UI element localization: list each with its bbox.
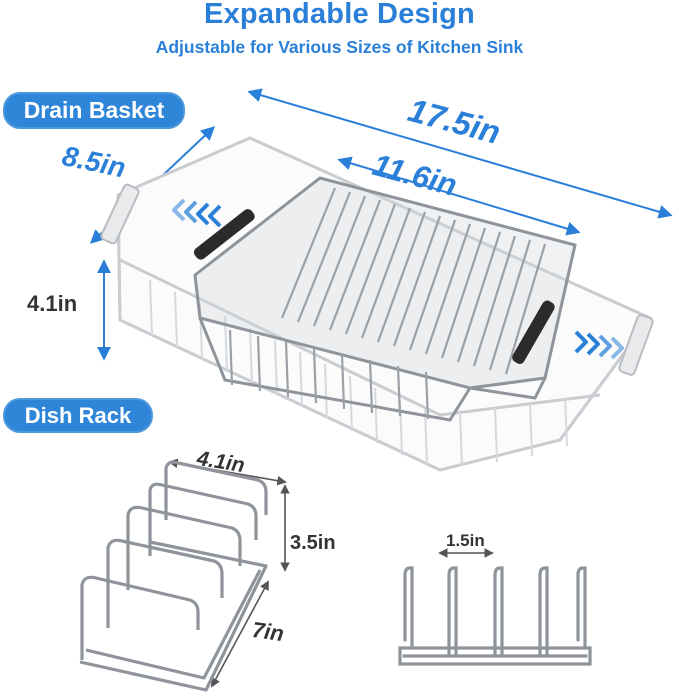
dim-label-slot-gap: 1.5in — [446, 531, 485, 550]
left-grip — [193, 209, 255, 260]
dim-label-4-1: 4.1in — [27, 291, 78, 316]
dish-rack-badge: Dish Rack — [3, 398, 153, 433]
left-handle — [100, 183, 140, 245]
dim-label-rack-height: 3.5in — [290, 532, 336, 554]
right-grip — [512, 300, 555, 364]
page-subtitle: Adjustable for Various Sizes of Kitchen … — [155, 37, 524, 57]
inner-basket-wires — [228, 187, 547, 420]
page-title: Expandable Design — [204, 0, 475, 30]
dish-rack-angled — [79, 460, 268, 692]
dish-rack-front — [398, 566, 592, 666]
dim-line-rack-length — [211, 580, 269, 688]
dim-line-17-5 — [247, 88, 673, 219]
expand-arrows-left — [172, 198, 222, 228]
dim-line-11-6 — [337, 156, 581, 236]
right-handle — [618, 314, 654, 376]
expand-arrows-right — [574, 330, 624, 360]
dim-label-rack-length: 7in — [250, 617, 286, 647]
inner-basket — [193, 176, 577, 422]
drain-basket-badge: Drain Basket — [3, 92, 185, 129]
